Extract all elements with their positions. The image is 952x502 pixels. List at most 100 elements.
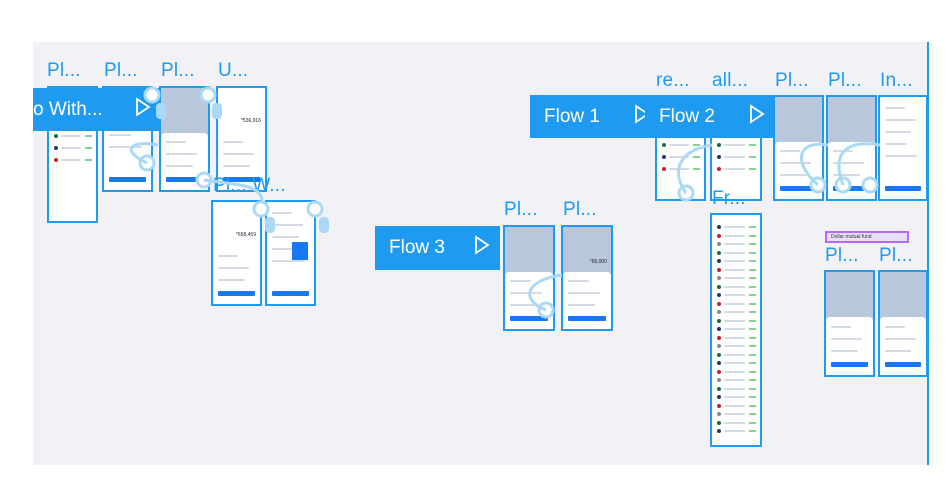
list-row	[724, 144, 745, 146]
screen-frame[interactable]	[826, 95, 877, 201]
cta-button	[568, 316, 606, 321]
return-value	[85, 135, 92, 137]
screen-frame[interactable]	[878, 270, 928, 377]
text-line	[109, 134, 131, 136]
list-row	[669, 144, 690, 146]
text-line	[833, 150, 854, 152]
list-row	[724, 319, 745, 322]
card-tile	[292, 242, 308, 260]
text-line	[568, 292, 600, 294]
screen-frame[interactable]	[878, 95, 928, 201]
frame-label[interactable]: U...	[218, 60, 249, 81]
list-row	[724, 156, 745, 158]
flow-3-button[interactable]: Flow 3	[375, 226, 500, 270]
frame-label[interactable]: Pl...	[563, 199, 597, 220]
play-icon[interactable]	[474, 235, 490, 261]
return-value	[749, 156, 756, 158]
flow-with-button[interactable]: o With...	[33, 88, 161, 131]
screen-frame[interactable]	[824, 270, 875, 377]
text-line	[831, 337, 863, 340]
cta-button	[780, 186, 817, 191]
return-value	[749, 168, 756, 170]
flow-1-button[interactable]: Flow 1	[530, 95, 660, 138]
screen-frame[interactable]	[773, 95, 824, 201]
frame-label[interactable]: Pl...	[47, 60, 81, 81]
amount-text: *658,459	[235, 231, 256, 238]
list-row	[724, 234, 745, 237]
text-line	[885, 131, 911, 133]
return-value	[749, 430, 756, 432]
return-value	[749, 260, 756, 262]
list-row	[724, 421, 745, 424]
text-line	[780, 150, 801, 152]
text-line	[218, 267, 250, 269]
amount-text: *536,916	[240, 117, 261, 124]
return-value	[749, 404, 756, 407]
cta-button	[885, 186, 921, 191]
screen-frame[interactable]: *658,459	[211, 200, 262, 306]
screen-frame[interactable]	[503, 225, 555, 331]
return-value	[749, 379, 756, 381]
frame-label[interactable]: Pl...	[775, 70, 809, 91]
play-icon[interactable]	[135, 96, 151, 123]
play-icon[interactable]	[634, 103, 650, 130]
text-line	[223, 141, 244, 143]
fund-icon	[717, 403, 721, 408]
return-value	[749, 243, 756, 245]
list-row	[724, 353, 745, 356]
screen-frame[interactable]	[265, 200, 316, 306]
text-line	[831, 325, 852, 328]
text-line	[272, 236, 299, 238]
text-line	[885, 325, 905, 328]
return-value	[693, 156, 700, 158]
screen-frame[interactable]: *65,000	[561, 225, 613, 331]
text-line	[166, 141, 187, 143]
frame-label[interactable]: all...	[712, 70, 749, 91]
frame-label[interactable]: Pl...	[104, 60, 138, 81]
return-value	[749, 396, 756, 398]
frame-label[interactable]: Pl... W...	[213, 175, 286, 196]
frame-label[interactable]: Pl...	[161, 60, 195, 81]
text-line	[166, 165, 193, 167]
flow-2-button[interactable]: Flow 2	[645, 95, 775, 138]
cta-button	[510, 316, 548, 321]
return-value	[693, 168, 700, 170]
text-line	[510, 280, 531, 282]
frame-label[interactable]: Pl...	[504, 199, 538, 220]
return-value	[749, 353, 756, 356]
section-tag[interactable]: Dollar mutual fund	[825, 231, 909, 243]
text-line	[780, 162, 812, 164]
list-row	[724, 302, 745, 305]
cta-button	[218, 291, 255, 296]
screen-frame[interactable]	[159, 86, 210, 192]
frame-label[interactable]: Pl...	[879, 245, 913, 266]
screen-frame[interactable]	[710, 213, 762, 447]
frame-label[interactable]: re...	[656, 70, 690, 91]
cta-button	[272, 291, 309, 296]
frame-label[interactable]: In...	[880, 70, 913, 91]
screen-header	[828, 97, 875, 145]
list-row	[724, 362, 745, 364]
text-line	[109, 146, 142, 148]
fund-icon	[717, 378, 721, 382]
list-row	[724, 370, 745, 373]
return-value	[749, 387, 756, 390]
screen-header	[826, 272, 873, 321]
fund-icon	[717, 386, 721, 391]
fund-icon	[717, 369, 721, 374]
return-value	[85, 147, 92, 149]
return-value	[749, 268, 756, 271]
fund-icon	[717, 242, 721, 246]
amount-text: *65,000	[589, 258, 607, 265]
frame-label[interactable]: Pl...	[825, 245, 859, 266]
frame-label[interactable]: Fr...	[712, 188, 746, 209]
list-row	[724, 251, 745, 254]
return-value	[693, 144, 700, 146]
play-icon[interactable]	[749, 103, 765, 130]
cta-button	[109, 177, 146, 182]
fund-icon	[717, 155, 721, 159]
fund-icon	[717, 344, 721, 348]
text-line	[885, 143, 907, 145]
list-row	[724, 404, 745, 407]
frame-label[interactable]: Pl...	[828, 70, 862, 91]
